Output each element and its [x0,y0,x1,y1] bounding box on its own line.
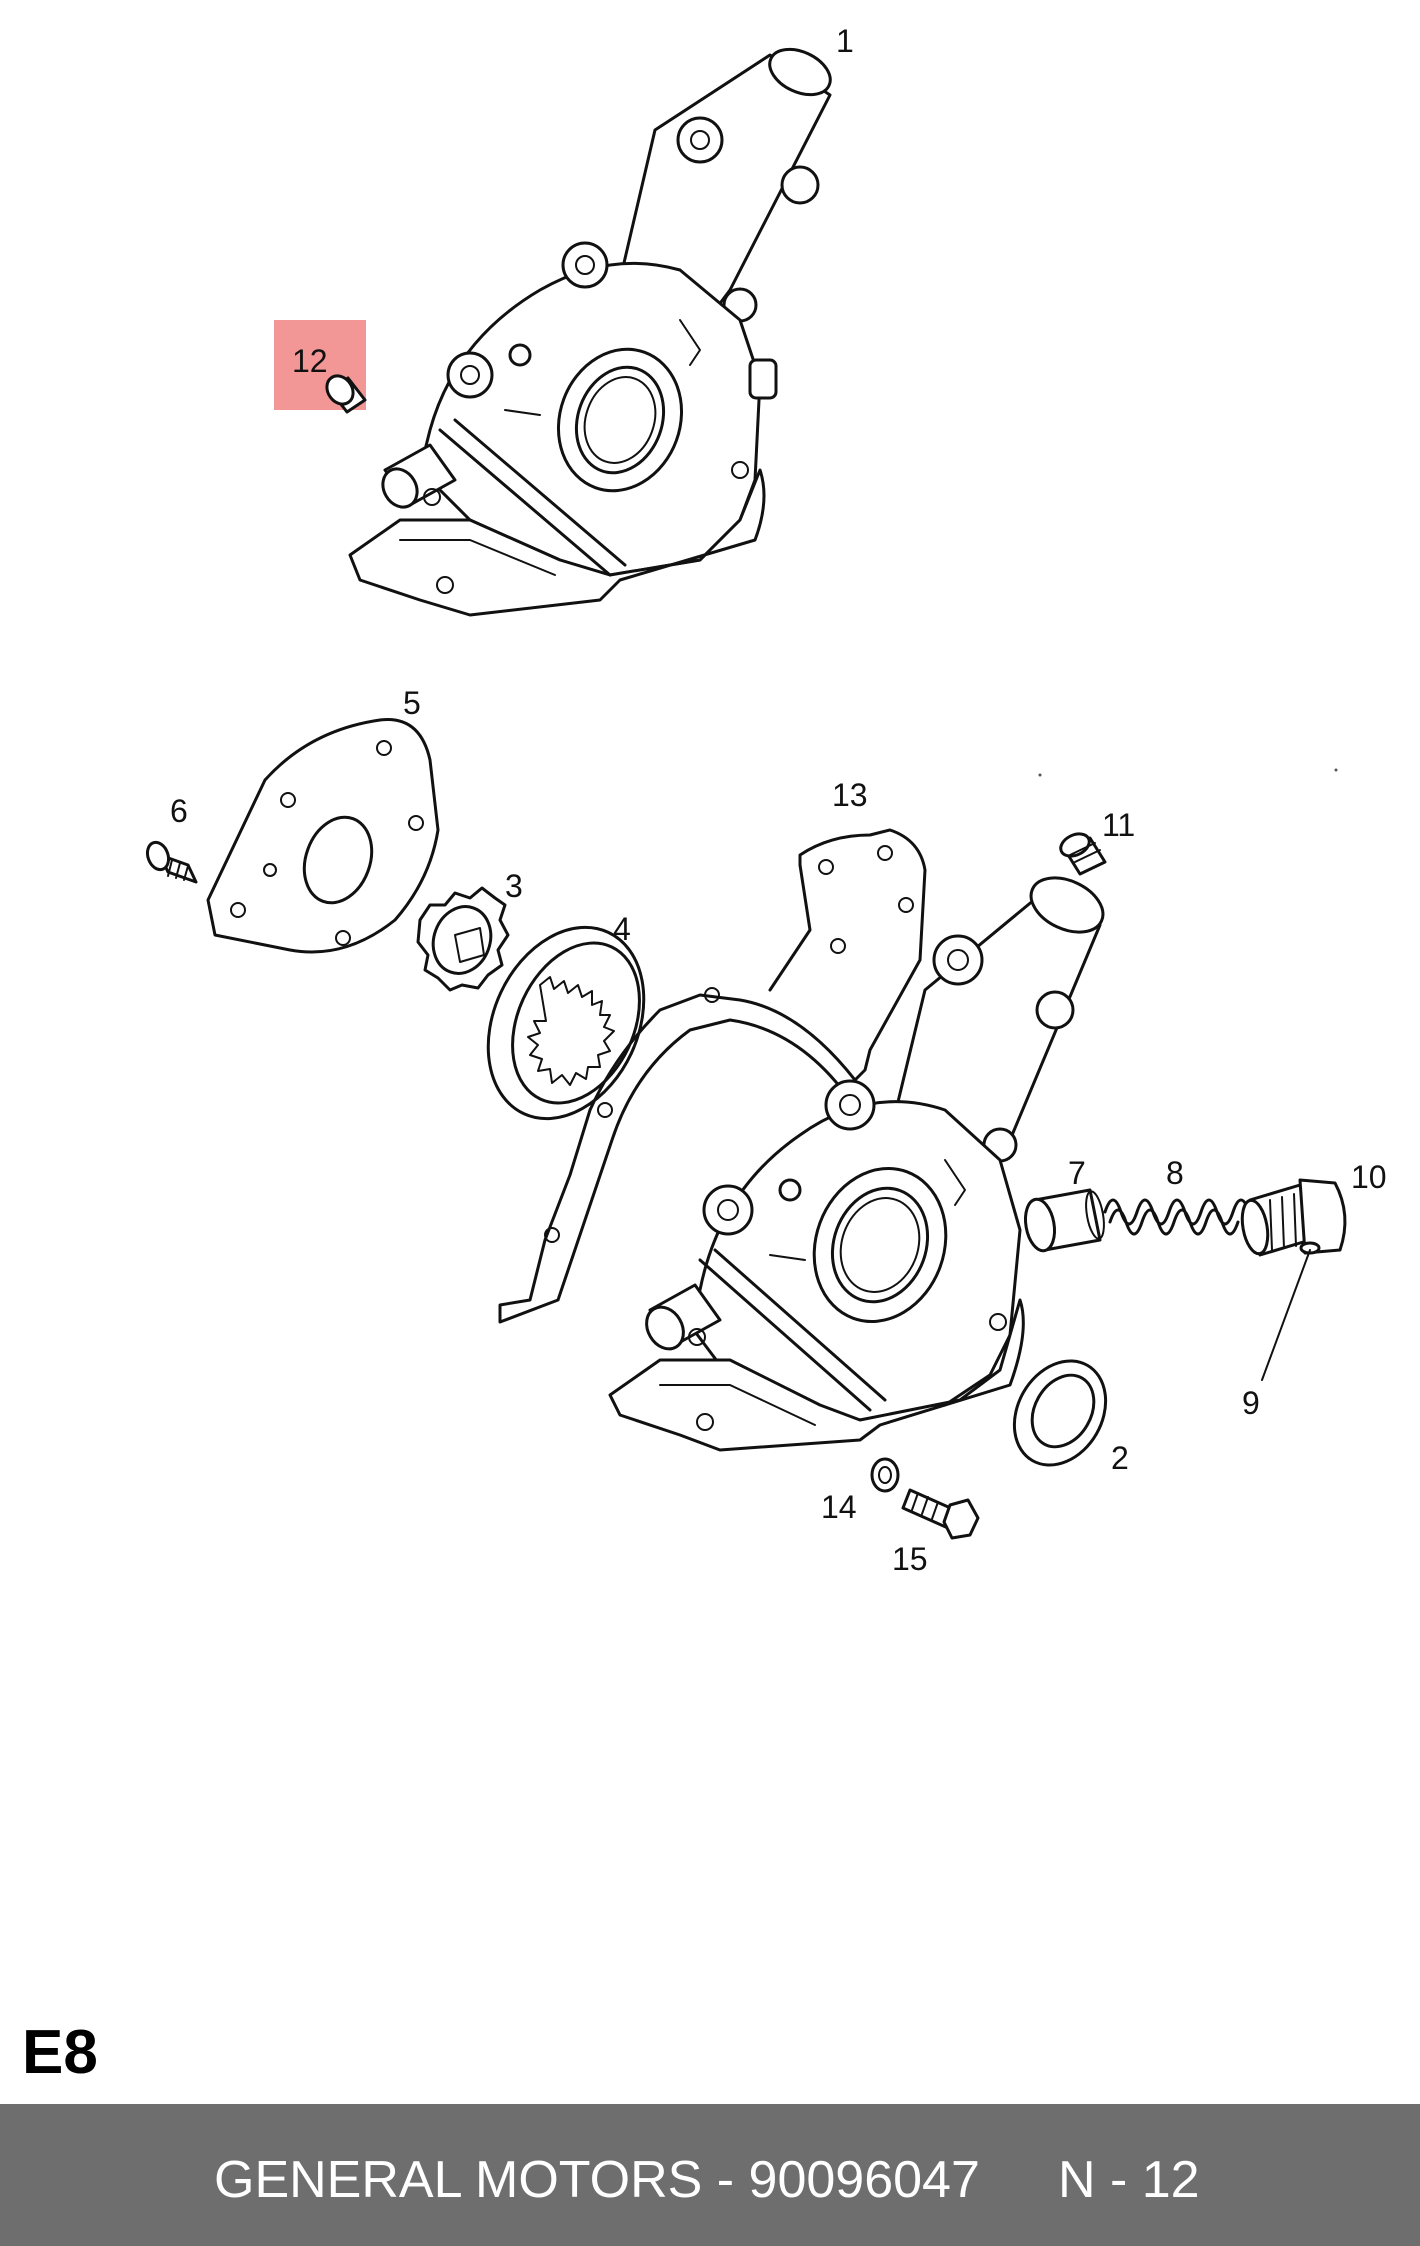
oil-pump-housing-bottom [608,876,1105,1452]
inner-gear-3 [416,886,510,992]
relief-plug-10 [1240,1178,1347,1257]
shaft-seal-2 [1012,1359,1108,1467]
relief-piston-7 [1023,1188,1105,1253]
footer-part-number: GENERAL MOTORS - 90096047 [214,2151,980,2209]
callout-15: 15 [892,1541,928,1577]
callout-10: 10 [1351,1159,1387,1195]
callout-9: 9 [1242,1385,1260,1421]
cover-plate-5 [206,718,440,954]
callout-5: 5 [403,685,421,721]
exploded-parts-diagram: 1 12 5 6 3 4 13 11 7 8 10 9 2 14 15 [145,23,1387,1577]
callout-11: 11 [1102,807,1135,843]
callout-7: 7 [1068,1155,1086,1191]
callout-6: 6 [170,793,188,829]
callout-12: 12 [292,343,328,379]
callout-3: 3 [505,868,523,904]
callout-1: 1 [836,23,854,59]
screw-6 [145,840,198,884]
threaded-plug-11 [1059,832,1107,876]
leader-line-9 [1261,1249,1311,1381]
callout-8: 8 [1166,1155,1184,1191]
spring-washer-14 [870,1457,900,1493]
dowel-sleeve-12 [325,374,367,414]
callout-14: 14 [821,1489,857,1525]
footer-bar: GENERAL MOTORS - 90096047 N - 12 [0,2104,1420,2246]
section-code: E8 [22,2018,98,2087]
callout-13: 13 [832,777,868,813]
callout-2: 2 [1111,1440,1129,1476]
relief-spring-8 [1103,1198,1251,1236]
gasket-13 [498,828,927,1324]
bolt-15 [901,1488,980,1540]
callout-4: 4 [613,911,631,947]
footer-reference: N - 12 [1058,2151,1200,2209]
oil-pump-housing-top [348,47,832,617]
